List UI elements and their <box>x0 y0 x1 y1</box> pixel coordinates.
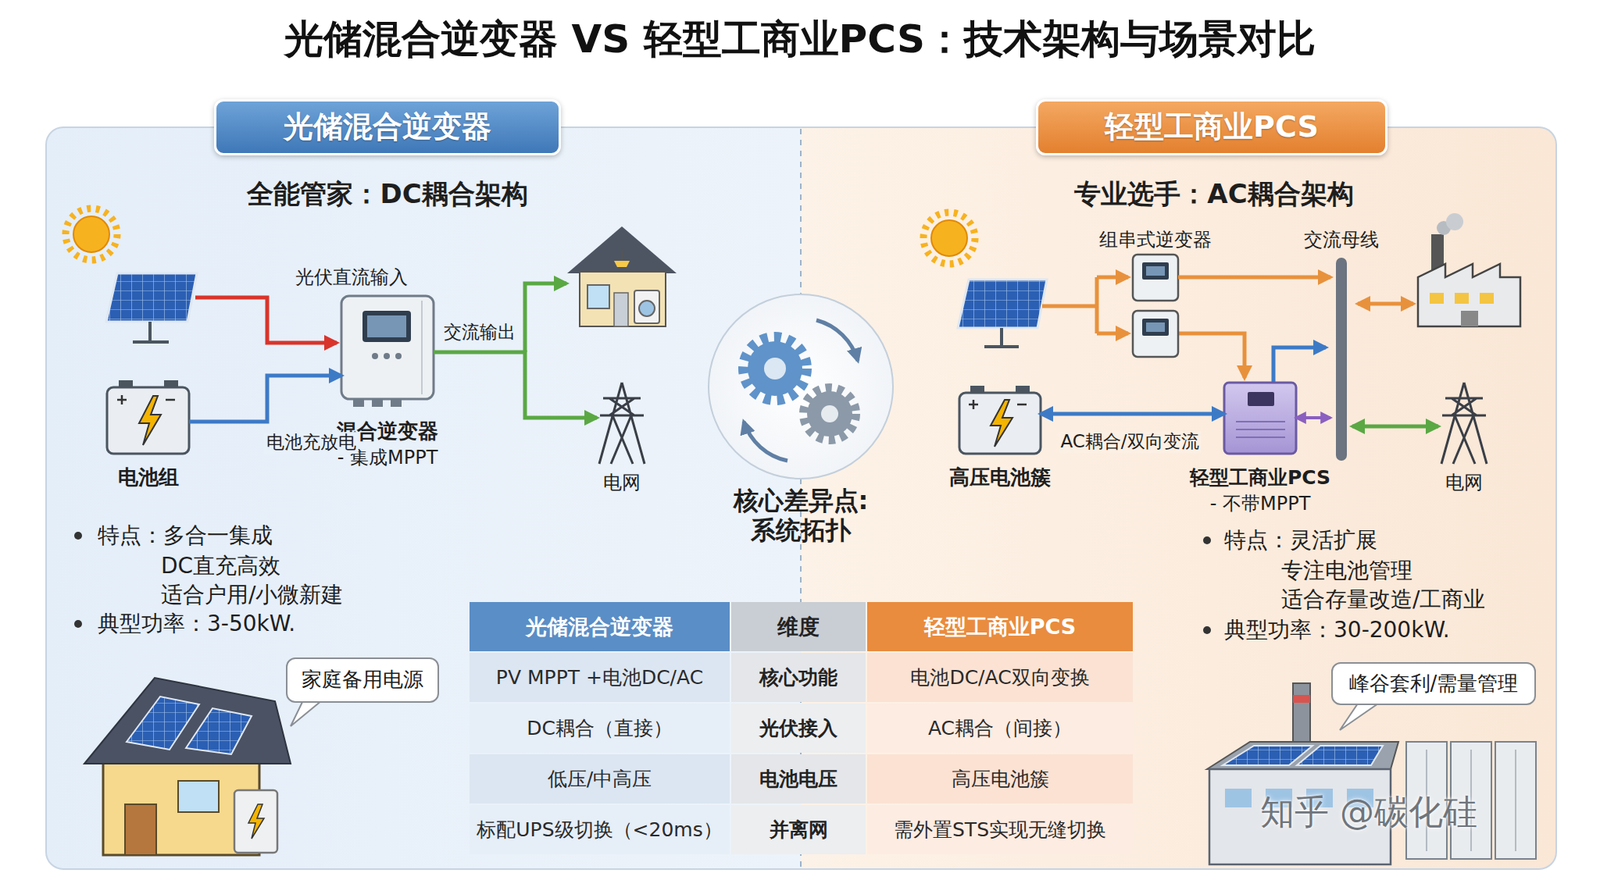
edge-label: 交流输出 <box>441 321 518 344</box>
battery-icon <box>959 385 1041 454</box>
label-text: 适合户用/小微新建 <box>160 582 343 609</box>
node-text: 全能管家：DC耦合架构 <box>246 178 528 211</box>
label-text: 需外置STS实现无缝切换 <box>893 818 1107 843</box>
bubble-tail <box>290 700 322 727</box>
hybrid-inverter-node: 混合逆变器- 集成MPPT <box>341 296 434 408</box>
connector <box>189 375 342 422</box>
center-circle <box>708 294 893 479</box>
label-text: 低压/中高压 <box>547 767 652 792</box>
label-text: 典型功率：30-200kW. <box>1224 617 1450 644</box>
label-text: 光伏直流输入 <box>295 266 408 290</box>
label-text: 轻型工商业PCS <box>924 614 1077 640</box>
node-text: 电网 <box>1445 471 1483 495</box>
label-text: DC直充高效 <box>160 553 281 580</box>
label-text: 维度 <box>777 614 820 640</box>
bubble-tail <box>1339 703 1379 731</box>
label-text: PV MPPT +电池DC/AC <box>496 666 704 690</box>
callout-bubble-node: 峰谷套利/需量管理 <box>1331 662 1536 706</box>
ac-bus-bar <box>1335 257 1347 461</box>
battery-cluster-node: 高压电池簇 <box>959 392 1041 454</box>
node-text: 光储混合逆变器 <box>283 109 492 146</box>
label-text: 适合存量改造/工商业 <box>1281 586 1486 614</box>
node-text: 轻型工商业PCS <box>1104 109 1319 146</box>
connector <box>1352 425 1439 429</box>
solar-panel <box>106 273 197 343</box>
label-text: 光伏接入 <box>759 717 838 741</box>
tower-icon <box>1441 382 1487 465</box>
node-text: 高压电池簇 <box>949 465 1051 490</box>
connector <box>1040 412 1225 417</box>
node-text: 组串式逆变器 <box>1099 228 1212 252</box>
tower-icon <box>599 382 645 465</box>
house-icon <box>567 226 677 327</box>
node-text: 专业选手：AC耦合架构 <box>1074 178 1354 211</box>
label-text: 典型功率：3-50kW. <box>97 610 296 638</box>
node-text: 交流母线 <box>1303 228 1379 252</box>
grid-tower-node: 电网 <box>1438 382 1490 465</box>
center-circle-node: 核心差异点: 系统拓扑 <box>708 294 893 479</box>
edge-label: 电池充放电 <box>264 432 359 454</box>
battery-node: 电池组 <box>107 387 190 454</box>
label-text: 高压电池簇 <box>951 767 1050 792</box>
label-text: 并离网 <box>769 818 829 843</box>
node-text: 轻型工商业PCS <box>1189 466 1331 490</box>
hybrid-inverter-icon <box>341 296 434 408</box>
header-tab-node: 轻型工商业PCS <box>1035 99 1388 156</box>
label-text: 光储混合逆变器 <box>525 614 674 640</box>
ac-branch-arrow <box>525 283 567 353</box>
callout-bubble-node: 家庭备用电源 <box>285 657 440 704</box>
pcs-node: 轻型工商业PCS- 不带MPPT <box>1224 382 1297 454</box>
string-inverter-icon <box>1132 254 1179 358</box>
pcs-feed-arrow <box>1273 347 1326 383</box>
factory-illustration <box>1207 683 1536 865</box>
gears <box>743 320 858 461</box>
node-text: 电池组 <box>117 465 179 490</box>
table-cells <box>469 602 1133 855</box>
pv-ac-arrows <box>1042 277 1414 379</box>
label-text: 电池DC/AC双向变换 <box>910 666 1090 690</box>
edge-label: AC耦合/双向变流 <box>1057 431 1201 454</box>
solar-panel <box>957 279 1047 347</box>
node-text: 核心差异点: 系统拓扑 <box>723 485 879 547</box>
pcs-icon <box>1224 382 1297 454</box>
panel-node: 全能管家：DC耦合架构光储混合逆变器 电池组 混合逆变器- 集成MPPT 电网家庭备用… <box>46 127 801 870</box>
diagram-title: 光储混合逆变器 VS 轻型工商业PCS：技术架构与场景对比 <box>0 15 1600 63</box>
node-text: - 不带MPPT <box>1210 492 1311 516</box>
pv-dc-arrow <box>195 297 337 343</box>
factory-icon <box>1417 213 1521 327</box>
label-text: 核心功能 <box>759 666 838 690</box>
label-text: DC耦合（直接） <box>526 717 673 741</box>
connector <box>433 352 597 418</box>
header-tab-node: 光储混合逆变器 <box>214 99 561 156</box>
connector <box>1296 416 1331 420</box>
battery-icon <box>107 380 190 454</box>
label-text: 标配UPS级切换（<20ms） <box>476 818 722 843</box>
panel-node: 专业选手：AC耦合架构轻型工商业PCS组串式逆变器交流母线高压电池簇轻型工商业P… <box>800 127 1557 870</box>
connector <box>1178 275 1331 280</box>
label-text: 知乎 @碳化硅 <box>1260 792 1478 834</box>
node-text: 家庭备用电源 <box>301 667 424 693</box>
node-text: 峰谷套利/需量管理 <box>1349 671 1519 697</box>
home-illustration <box>84 678 291 856</box>
label-text: 特点：灵活扩展 <box>1224 527 1378 554</box>
sun <box>923 212 975 265</box>
ac-bus-node: 交流母线 <box>1330 257 1353 461</box>
sun <box>65 208 118 261</box>
label-text: 特点：多合一集成 <box>97 522 273 550</box>
node-text: 电网 <box>603 471 641 495</box>
string-inverter-node: 组串式逆变器 <box>1132 254 1179 301</box>
label-text: 专注电池管理 <box>1281 557 1413 585</box>
grid-tower-node: 电网 <box>596 382 648 465</box>
label-text: AC耦合（间接） <box>928 717 1072 741</box>
label-text: 电池电压 <box>759 767 838 792</box>
panel-ground <box>46 127 1557 870</box>
